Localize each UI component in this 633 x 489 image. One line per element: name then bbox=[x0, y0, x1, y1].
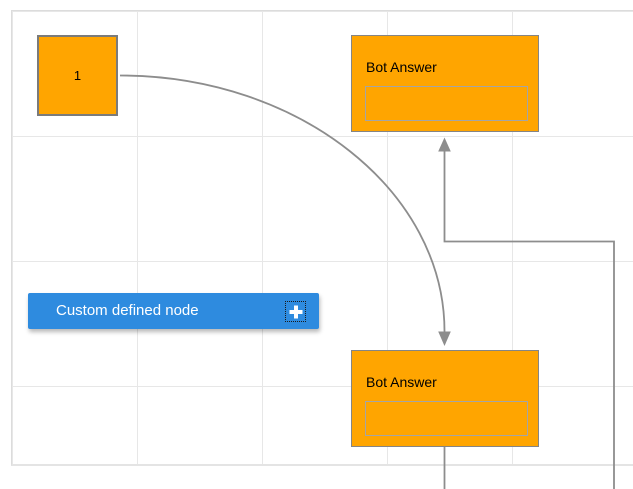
bot-answer-title: Bot Answer bbox=[366, 374, 437, 390]
start-node-label: 1 bbox=[73, 68, 82, 83]
custom-node-label: Custom defined node bbox=[56, 302, 199, 319]
start-node[interactable]: 1 bbox=[37, 35, 118, 116]
curved-connector-arrowhead[interactable] bbox=[438, 331, 451, 347]
bot-answer-title: Bot Answer bbox=[366, 59, 437, 75]
orthogonal-connector[interactable] bbox=[443, 151, 615, 489]
bot-answer-input[interactable] bbox=[365, 86, 528, 121]
bot-answer-node-top[interactable]: Bot Answer bbox=[351, 35, 539, 132]
custom-defined-node[interactable]: Custom defined node bbox=[28, 293, 319, 329]
curved-connector[interactable] bbox=[119, 74, 446, 333]
plus-icon[interactable] bbox=[285, 301, 306, 322]
bot-answer-input[interactable] bbox=[365, 401, 528, 436]
bot-answer-node-bottom[interactable]: Bot Answer bbox=[351, 350, 539, 447]
orthogonal-connector-arrowhead[interactable] bbox=[438, 137, 451, 152]
